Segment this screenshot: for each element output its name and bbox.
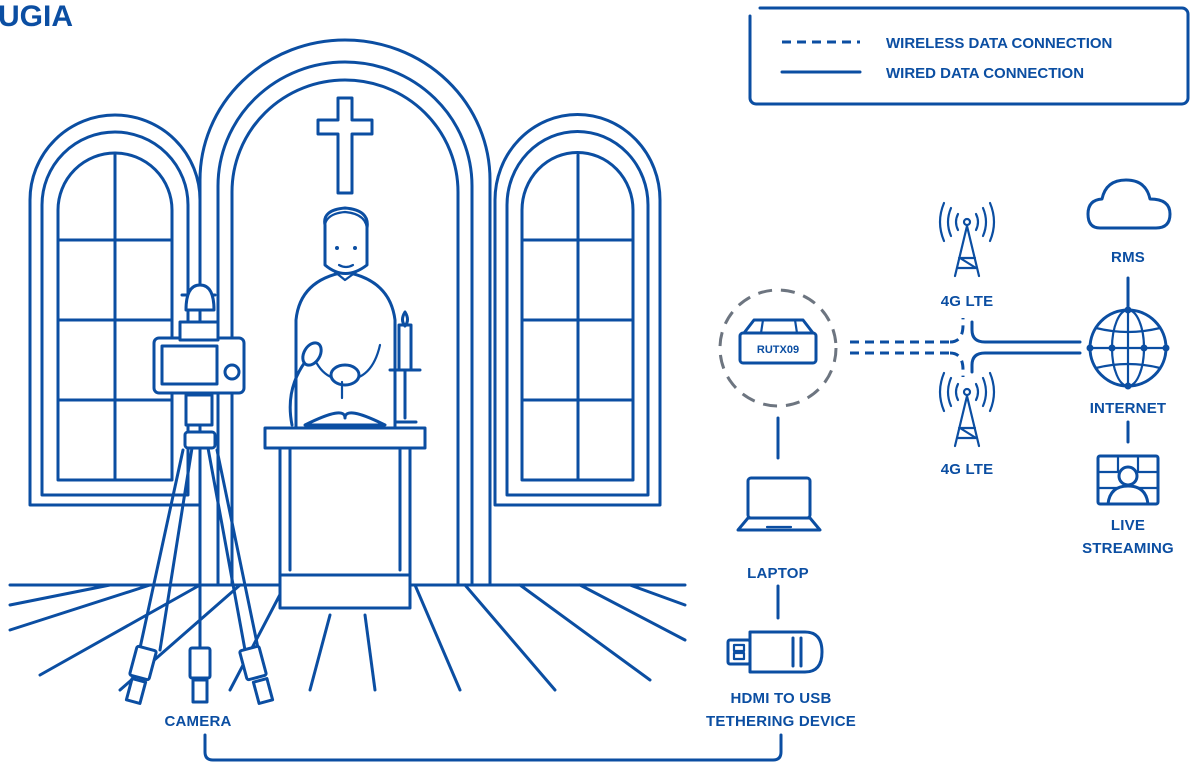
candle [388, 310, 422, 424]
router-icon: RUTX09 [738, 318, 818, 365]
book [303, 411, 387, 427]
rms-label: RMS [1111, 249, 1145, 266]
lte-top-label: 4G LTE [941, 293, 994, 310]
live-label-line1: LIVE [1111, 517, 1145, 534]
priest [294, 206, 397, 432]
cell-tower-icon [938, 201, 996, 278]
cloud-icon [1086, 178, 1172, 230]
tripod [124, 430, 275, 705]
wired-links [776, 276, 1130, 620]
lte-tower-bottom: 4G LTE [938, 371, 996, 478]
diagram-title: UGIA [0, 0, 73, 33]
rms-node: RMS [1086, 178, 1172, 266]
router-model-label: RUTX09 [757, 344, 799, 356]
legend-wired-label: WIRED DATA CONNECTION [886, 65, 1084, 82]
router-circle [718, 288, 838, 408]
legend-wireless-label: WIRELESS DATA CONNECTION [886, 35, 1112, 52]
tether-label-line2: TETHERING DEVICE [706, 713, 856, 730]
camera-label: CAMERA [164, 713, 231, 730]
live-streaming-node: LIVE STREAMING [1082, 454, 1174, 557]
laptop-node: LAPTOP [736, 476, 822, 582]
camera [152, 283, 246, 427]
right-window [493, 113, 662, 507]
cross-icon [316, 96, 374, 195]
tethering-device-node: HDMI TO USB TETHERING DEVICE [706, 630, 856, 730]
live-label-line2: STREAMING [1082, 540, 1174, 557]
camera-tether-connection [203, 733, 783, 762]
internet-node: INTERNET [1086, 306, 1170, 417]
live-stream-icon [1096, 454, 1160, 506]
legend: WIRELESS DATA CONNECTION WIRED DATA CONN… [748, 6, 1190, 106]
central-arch [198, 38, 492, 587]
church-scene [8, 38, 687, 705]
router-node: RUTX09 [718, 288, 838, 408]
lte-bottom-label: 4G LTE [941, 461, 994, 478]
microphone [288, 360, 307, 427]
laptop-icon [736, 476, 822, 532]
left-window [28, 113, 202, 507]
laptop-label: LAPTOP [747, 565, 809, 582]
wireless-links [850, 318, 965, 377]
lectern [263, 426, 427, 610]
cell-tower-icon [938, 371, 996, 448]
internet-label: INTERNET [1090, 400, 1167, 417]
globe-icon [1086, 306, 1170, 390]
lte-tower-top: 4G LTE [938, 201, 996, 310]
tether-label-line1: HDMI TO USB [730, 690, 831, 707]
usb-dongle-icon [726, 630, 824, 674]
